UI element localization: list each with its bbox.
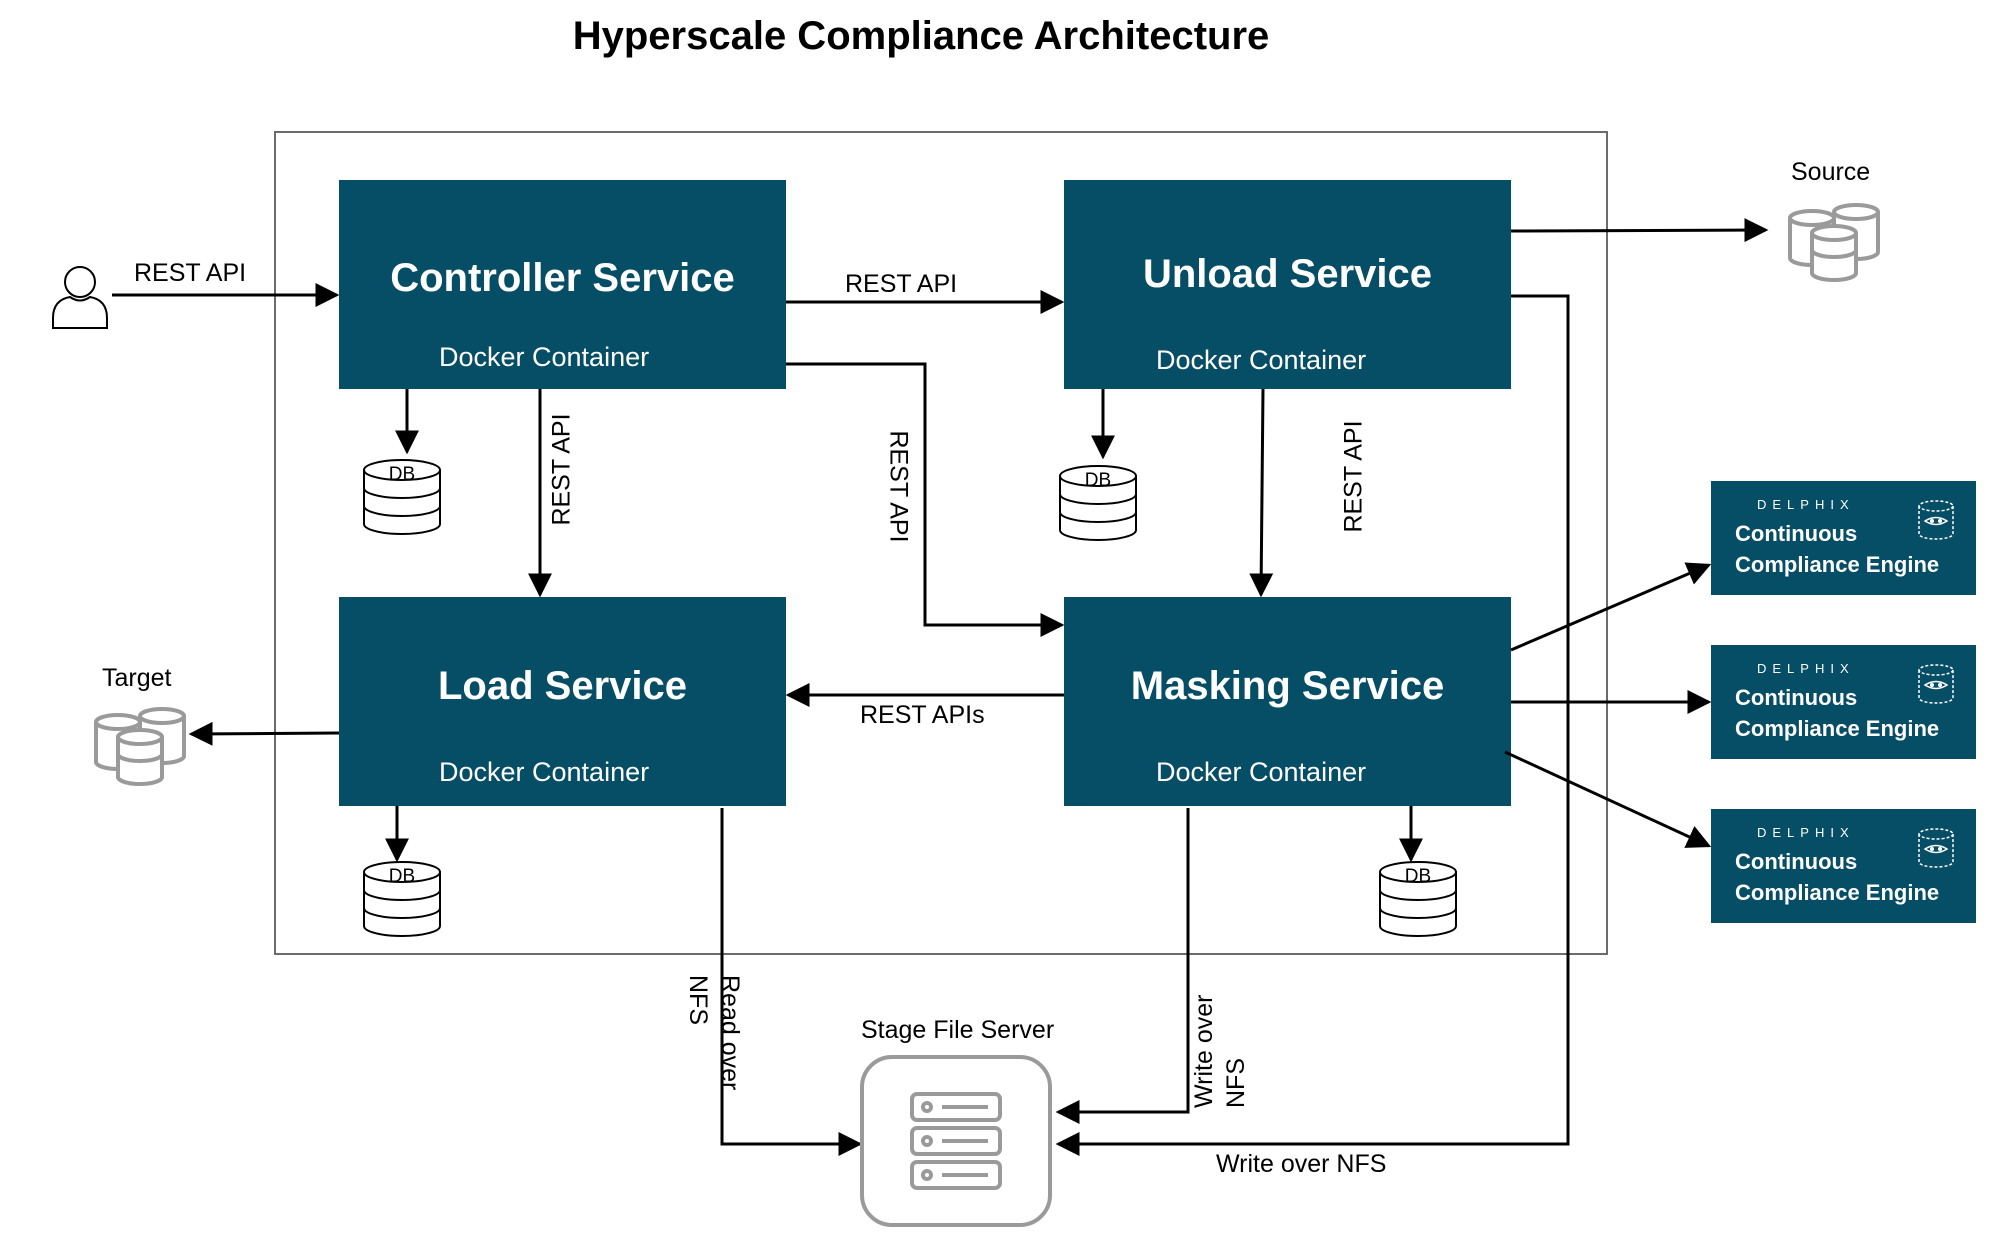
controller-service-sub: Docker Container — [439, 342, 650, 372]
arrow-masking-engine3 — [1504, 750, 1712, 848]
database-stack-icon — [1788, 203, 1880, 282]
arrow-controller-masking — [786, 362, 1065, 637]
engine-line1: Continuous — [1735, 849, 1858, 874]
label-read-nfs: Read over NFS — [676, 975, 744, 1125]
db-label: DB — [389, 464, 415, 485]
database-icon — [1059, 465, 1137, 541]
cluster-frame — [274, 131, 1608, 955]
controller-service-name: Controller Service — [390, 256, 735, 300]
label-stage-file-server: Stage File Server — [861, 1016, 1055, 1044]
arrow-load-stage — [720, 808, 863, 1156]
engine-line2: Compliance Engine — [1735, 716, 1940, 741]
load-service-box[interactable]: Load Service Docker Container — [339, 597, 786, 806]
masking-service-name: Masking Service — [1130, 664, 1445, 708]
unload-service-sub: Docker Container — [1156, 345, 1367, 375]
label-ctrl-masking: REST API — [884, 430, 913, 543]
label-ctrl-unload: REST API — [845, 270, 958, 298]
arrow-unload-source — [1510, 218, 1769, 243]
masked-database-icon — [1918, 828, 1954, 868]
compliance-engine-1[interactable]: DELPHIX Continuous Compliance Engine — [1711, 481, 1976, 595]
label-unload-masking: REST API — [1339, 420, 1368, 533]
masked-database-icon — [1918, 664, 1954, 704]
controller-service-box[interactable]: Controller Service Docker Container — [339, 180, 786, 389]
engine-brand: DELPHIX — [1757, 497, 1855, 512]
load-service-name: Load Service — [437, 664, 687, 708]
engine-line1: Continuous — [1735, 685, 1858, 710]
file-server-icon — [860, 1055, 1052, 1227]
label-target: Target — [102, 664, 172, 692]
user-icon — [52, 266, 108, 329]
compliance-engine-3[interactable]: DELPHIX Continuous Compliance Engine — [1711, 809, 1976, 923]
label-masking-load: REST APIs — [860, 701, 985, 729]
label-source: Source — [1791, 158, 1871, 186]
arrow-unload-masking — [1249, 388, 1274, 598]
database-icon — [363, 459, 441, 535]
compliance-engine-2[interactable]: DELPHIX Continuous Compliance Engine — [1711, 645, 1976, 759]
label-read-nfs-line1: Read over — [716, 975, 744, 1091]
database-icon — [363, 861, 441, 937]
page-title: Hyperscale Compliance Architecture — [572, 14, 1270, 58]
label-read-nfs-line2: NFS — [684, 975, 712, 1025]
arrow-unload-stage — [1055, 294, 1570, 1156]
label-user-rest-api: REST API — [134, 259, 247, 287]
database-stack-icon — [94, 707, 186, 786]
load-service-sub: Docker Container — [439, 757, 650, 787]
label-write-nfs-line1: Write over — [1190, 994, 1218, 1108]
engine-line1: Continuous — [1735, 521, 1858, 546]
db-label: DB — [1085, 470, 1111, 491]
db-label: DB — [1405, 866, 1431, 887]
engine-line2: Compliance Engine — [1735, 880, 1940, 905]
unload-service-box[interactable]: Unload Service Docker Container — [1064, 180, 1511, 389]
label-write-nfs-unload: Write over NFS — [1216, 1150, 1387, 1178]
database-icon — [1379, 861, 1457, 937]
label-write-nfs: Write over NFS — [1190, 968, 1258, 1108]
masking-service-box[interactable]: Masking Service Docker Container — [1064, 597, 1511, 806]
engine-brand: DELPHIX — [1757, 825, 1855, 840]
arrow-masking-engine1 — [1510, 562, 1712, 652]
masked-database-icon — [1918, 500, 1954, 540]
label-write-nfs-line2: NFS — [1222, 1058, 1250, 1108]
engine-line2: Compliance Engine — [1735, 552, 1940, 577]
db-label: DB — [389, 866, 415, 887]
arrow-masking-stage — [1055, 808, 1190, 1124]
arrow-load-target — [188, 721, 340, 746]
engine-brand: DELPHIX — [1757, 661, 1855, 676]
label-ctrl-load: REST API — [547, 413, 576, 526]
masking-service-sub: Docker Container — [1156, 757, 1367, 787]
unload-service-name: Unload Service — [1142, 252, 1432, 296]
